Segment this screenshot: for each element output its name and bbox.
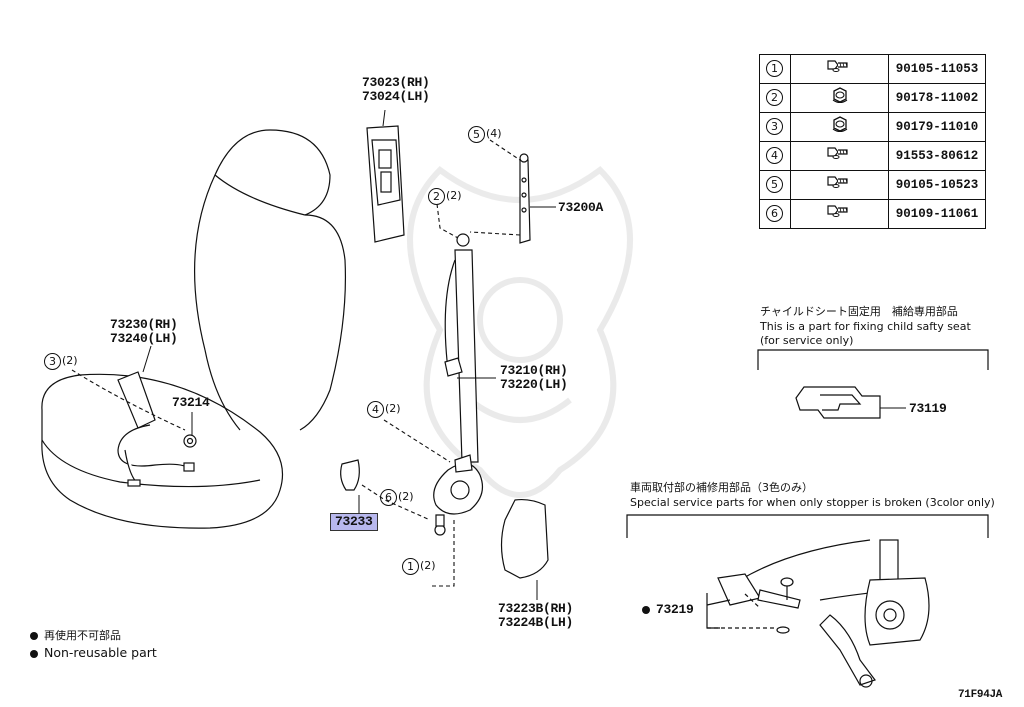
fastener-row[interactable]: 4 91553-80612	[759, 141, 986, 171]
legend-en-text: Non-reusable part	[44, 645, 157, 660]
nut-icon	[790, 112, 889, 142]
legend-jp-text: 再使用不可部品	[44, 629, 121, 642]
fastener-part-number[interactable]: 91553-80612	[888, 141, 986, 171]
callout-number: 3	[766, 118, 783, 136]
callout-qty: (2)	[420, 559, 436, 572]
fastener-number: 3	[759, 112, 791, 142]
fastener-table: 1 90105-11053 2 90178-11002 3 90179-11010 4 915…	[759, 54, 986, 229]
legend-en: Non-reusable part	[30, 646, 157, 659]
watermark	[407, 166, 633, 498]
child-seat-line2: (for service only)	[760, 334, 854, 347]
bolt-washer-icon	[790, 170, 889, 200]
callout-5[interactable]: 5(4)	[468, 125, 502, 143]
part-label-73230[interactable]: 73230(RH)	[110, 317, 178, 332]
bolt-washer-icon	[790, 199, 889, 229]
bolt-washer-icon	[790, 54, 889, 84]
pillar-trim-drawing	[366, 125, 405, 243]
callout-3[interactable]: 3(2)	[44, 352, 78, 370]
fastener-number: 1	[759, 54, 791, 84]
cover-drawing	[340, 459, 360, 491]
fastener-row[interactable]: 1 90105-11053	[759, 54, 986, 84]
part-label-73210[interactable]: 73210(RH)	[500, 363, 568, 378]
part-label-73219[interactable]: 73219	[642, 603, 694, 617]
callout-2[interactable]: 2(2)	[428, 187, 462, 205]
part-label-73240[interactable]: 73240(LH)	[110, 331, 178, 346]
part-label-73214[interactable]: 73214	[172, 395, 210, 410]
fastener-number: 2	[759, 83, 791, 113]
part-label-73220[interactable]: 73220(LH)	[500, 377, 568, 392]
nut-icon	[790, 83, 889, 113]
part-label-73023[interactable]: 73023(RH)	[362, 75, 430, 90]
legend-dot-icon	[30, 649, 38, 658]
fastener-part-number[interactable]: 90105-11053	[888, 54, 986, 84]
buckle-drawing	[117, 371, 197, 487]
adjuster-drawing	[519, 153, 531, 244]
callout-qty: (2)	[385, 402, 401, 415]
child-seat-line1: This is a part for fixing child safty se…	[760, 320, 971, 333]
bolt-washer-icon	[790, 141, 889, 171]
fastener-row[interactable]: 6 90109-11061	[759, 199, 986, 229]
part-label-73024[interactable]: 73024(LH)	[362, 89, 430, 104]
part-label-73233[interactable]: 73233	[330, 513, 378, 531]
callout-qty: (2)	[62, 354, 78, 367]
seat-drawing	[41, 129, 347, 529]
legend-dot-icon	[30, 632, 38, 640]
callout-qty: (4)	[486, 127, 502, 140]
fastener-row[interactable]: 5 90105-10523	[759, 170, 986, 200]
callout-number: 3	[44, 352, 61, 370]
fastener-number: 4	[759, 141, 791, 171]
fastener-number: 5	[759, 170, 791, 200]
callout-number: 5	[766, 176, 783, 194]
fastener-part-number[interactable]: 90178-11002	[888, 83, 986, 113]
fastener-part-number[interactable]: 90179-11010	[888, 112, 986, 142]
callout-qty: (2)	[398, 490, 414, 503]
callout-qty: (2)	[446, 189, 462, 202]
callout-number: 5	[468, 125, 485, 143]
callout-number: 2	[428, 187, 445, 205]
fastener-row[interactable]: 3 90179-11010	[759, 112, 986, 142]
non-reusable-dot-icon	[642, 605, 650, 614]
callout-4[interactable]: 4(2)	[367, 400, 401, 418]
fastener-part-number[interactable]: 90105-10523	[888, 170, 986, 200]
part-label-73224b[interactable]: 73224B(LH)	[498, 615, 574, 630]
leader-lines	[71, 139, 521, 587]
callout-6[interactable]: 6(2)	[380, 488, 414, 506]
child-seat-box	[757, 349, 989, 419]
fastener-number: 6	[759, 199, 791, 229]
callout-number: 2	[766, 89, 783, 107]
part-label-73223b[interactable]: 73223B(RH)	[498, 601, 574, 616]
callout-number: 1	[402, 557, 419, 575]
lower-cover-drawing	[500, 498, 549, 579]
callout-number: 4	[367, 400, 384, 418]
seat-belt-drawing	[433, 233, 483, 536]
fastener-part-number[interactable]: 90109-11061	[888, 199, 986, 229]
child-seat-title-jp: チャイルドシート固定用 補給専用部品	[760, 305, 958, 318]
callout-number: 4	[766, 147, 783, 165]
special-line1: Special service parts for when only stop…	[630, 496, 995, 509]
callout-number: 6	[380, 488, 397, 506]
part-label-73200a[interactable]: 73200A	[558, 200, 604, 215]
special-box	[626, 514, 989, 688]
fastener-row[interactable]: 2 90178-11002	[759, 83, 986, 113]
callout-number: 6	[766, 205, 783, 223]
callout-number: 1	[766, 60, 783, 78]
part-label-73119[interactable]: 73119	[909, 401, 947, 416]
callout-1[interactable]: 1(2)	[402, 557, 436, 575]
legend-jp: 再使用不可部品	[30, 629, 121, 642]
special-title-jp: 車両取付部の補修用部品（3色のみ）	[630, 481, 813, 494]
solid-leaders	[142, 109, 906, 600]
part-label-73219-text: 73219	[656, 602, 694, 617]
diagram-code: 71F94JA	[958, 689, 1003, 701]
